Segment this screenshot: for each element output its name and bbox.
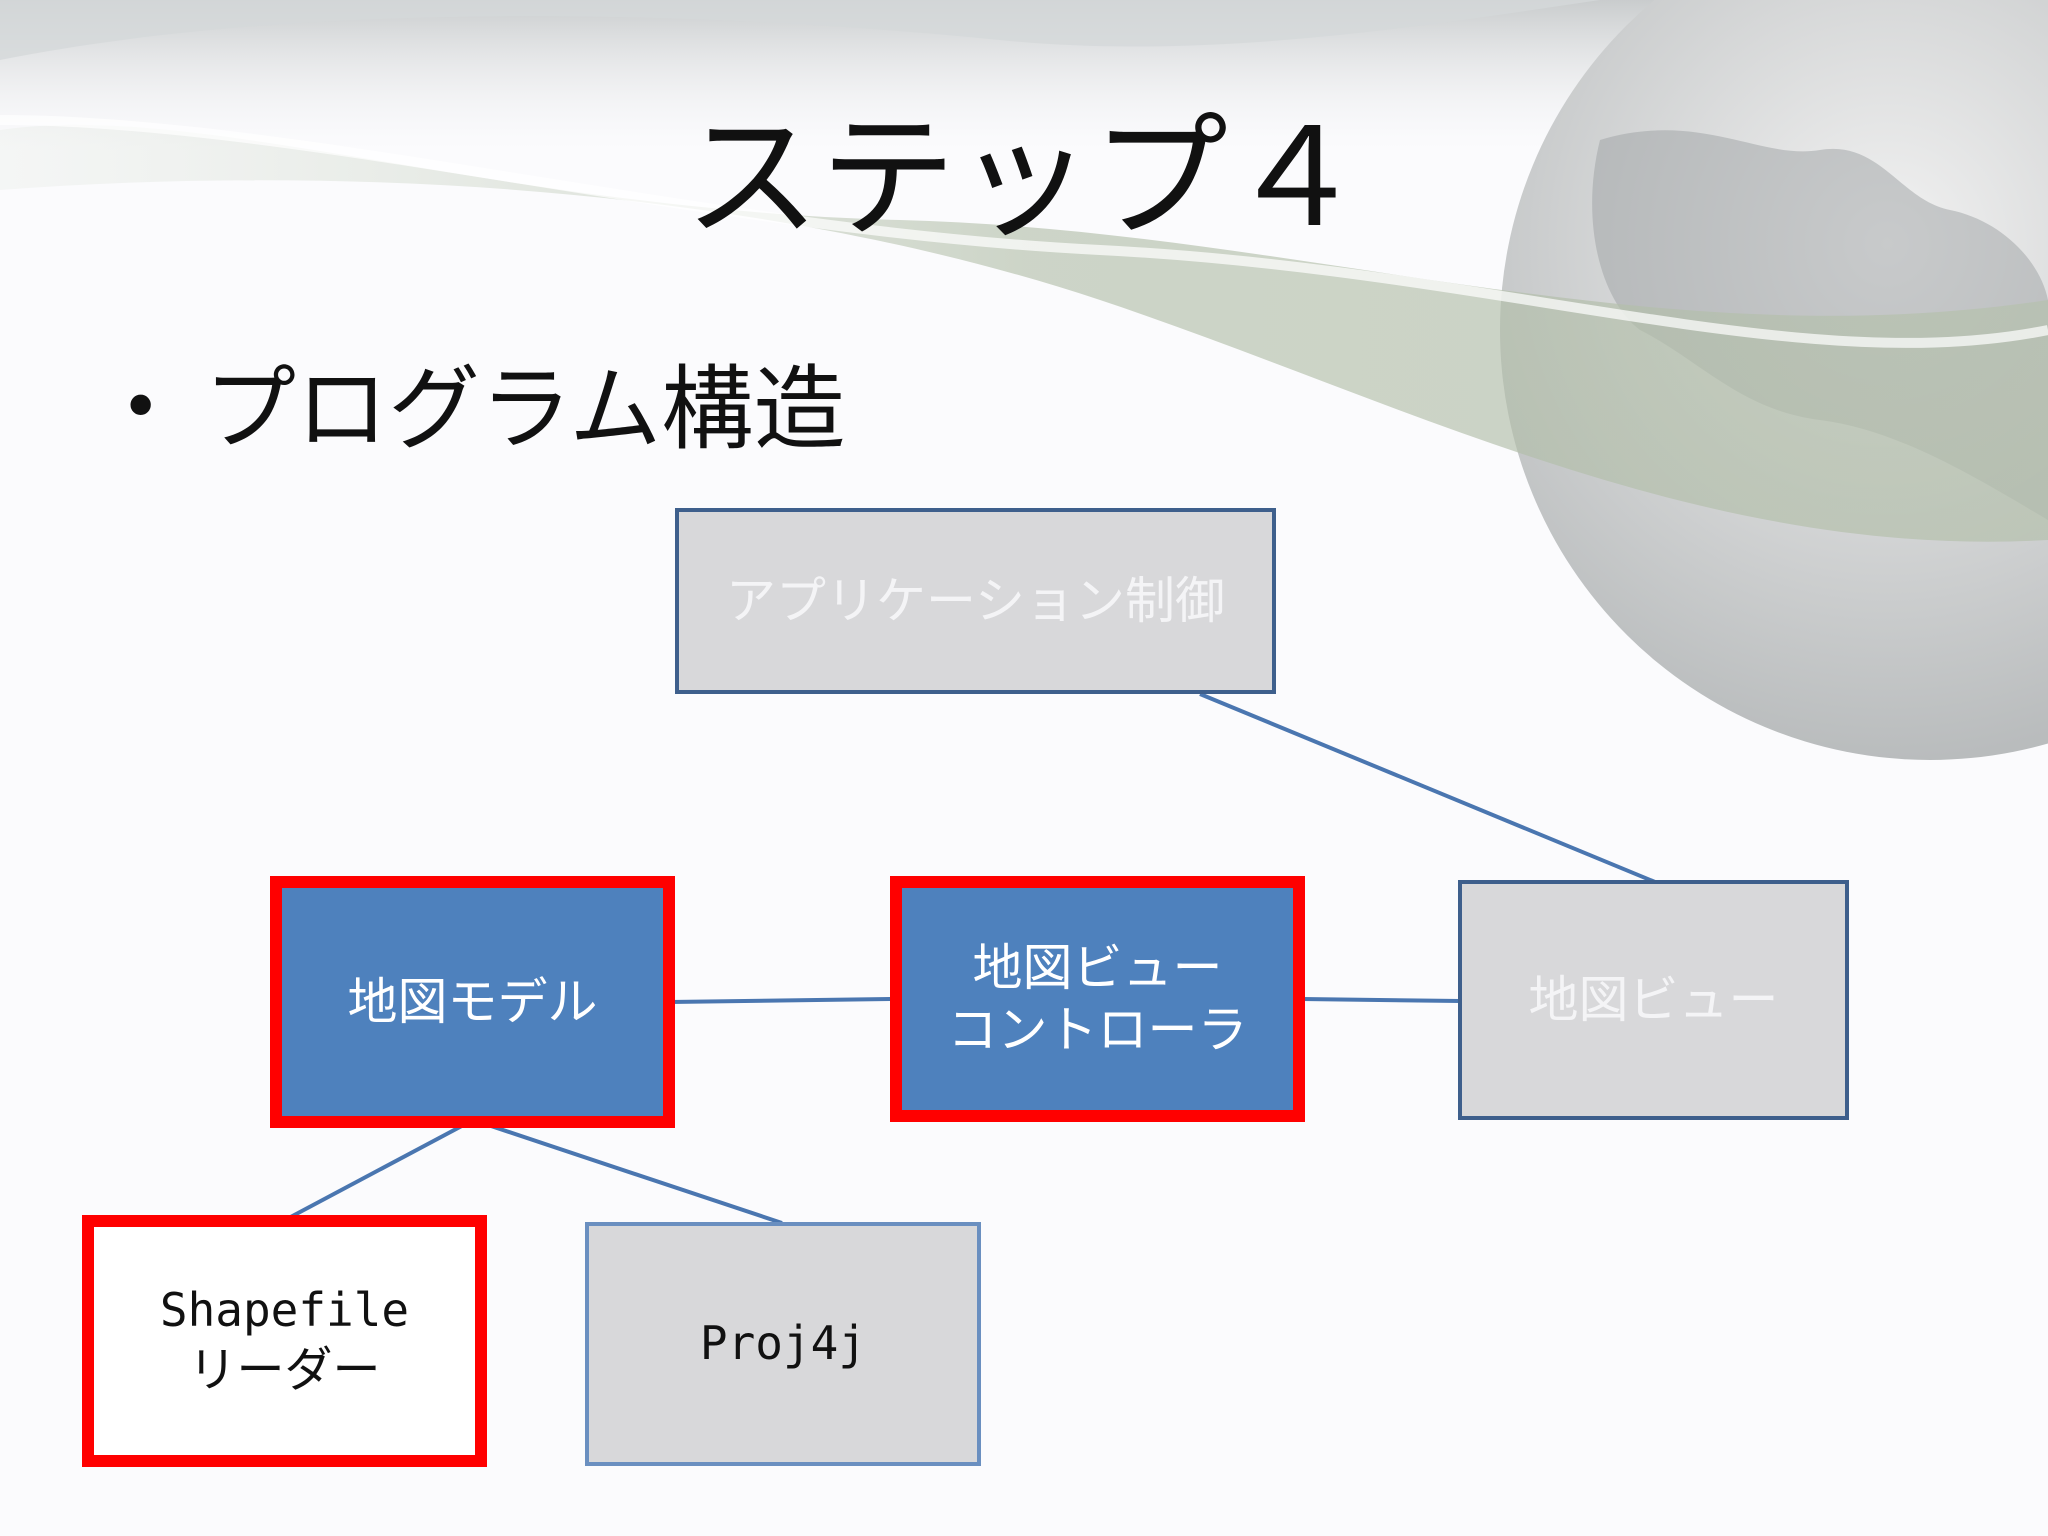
node-map-view-controller-label-line1: 地図ビュー [972, 938, 1223, 997]
node-map-view-label: 地図ビュー [1528, 970, 1779, 1029]
node-application-control: アプリケーション制御 [675, 508, 1276, 694]
connector-model-to-shapefile [284, 1118, 474, 1222]
bullet-text: プログラム構造 [204, 356, 846, 463]
node-map-view: 地図ビュー [1458, 880, 1849, 1120]
node-map-model-label: 地図モデル [347, 972, 598, 1031]
node-proj4j: Proj4j [585, 1222, 981, 1466]
node-shapefile-reader-label-line2: リーダー [188, 1341, 381, 1398]
connector-model-to-controller [669, 997, 894, 1004]
node-application-control-label: アプリケーション制御 [726, 571, 1225, 630]
node-shapefile-reader: Shapefile リーダー [82, 1215, 487, 1467]
slide-title: ステップ４ [684, 100, 1364, 258]
connector-app-to-view [1199, 692, 1656, 884]
node-map-view-controller: 地図ビュー コントローラ [890, 876, 1305, 1122]
bullet-dot-icon: • [120, 366, 162, 448]
node-shapefile-reader-label-line1: Shapefile [159, 1283, 410, 1338]
connector-controller-to-view [1301, 997, 1461, 1003]
connector-model-to-proj4j [472, 1118, 783, 1225]
node-proj4j-label: Proj4j [699, 1316, 867, 1371]
node-map-model: 地図モデル [270, 876, 675, 1128]
node-map-view-controller-label-line2: コントローラ [947, 1001, 1248, 1059]
bullet-item: • プログラム構造 [120, 355, 845, 465]
